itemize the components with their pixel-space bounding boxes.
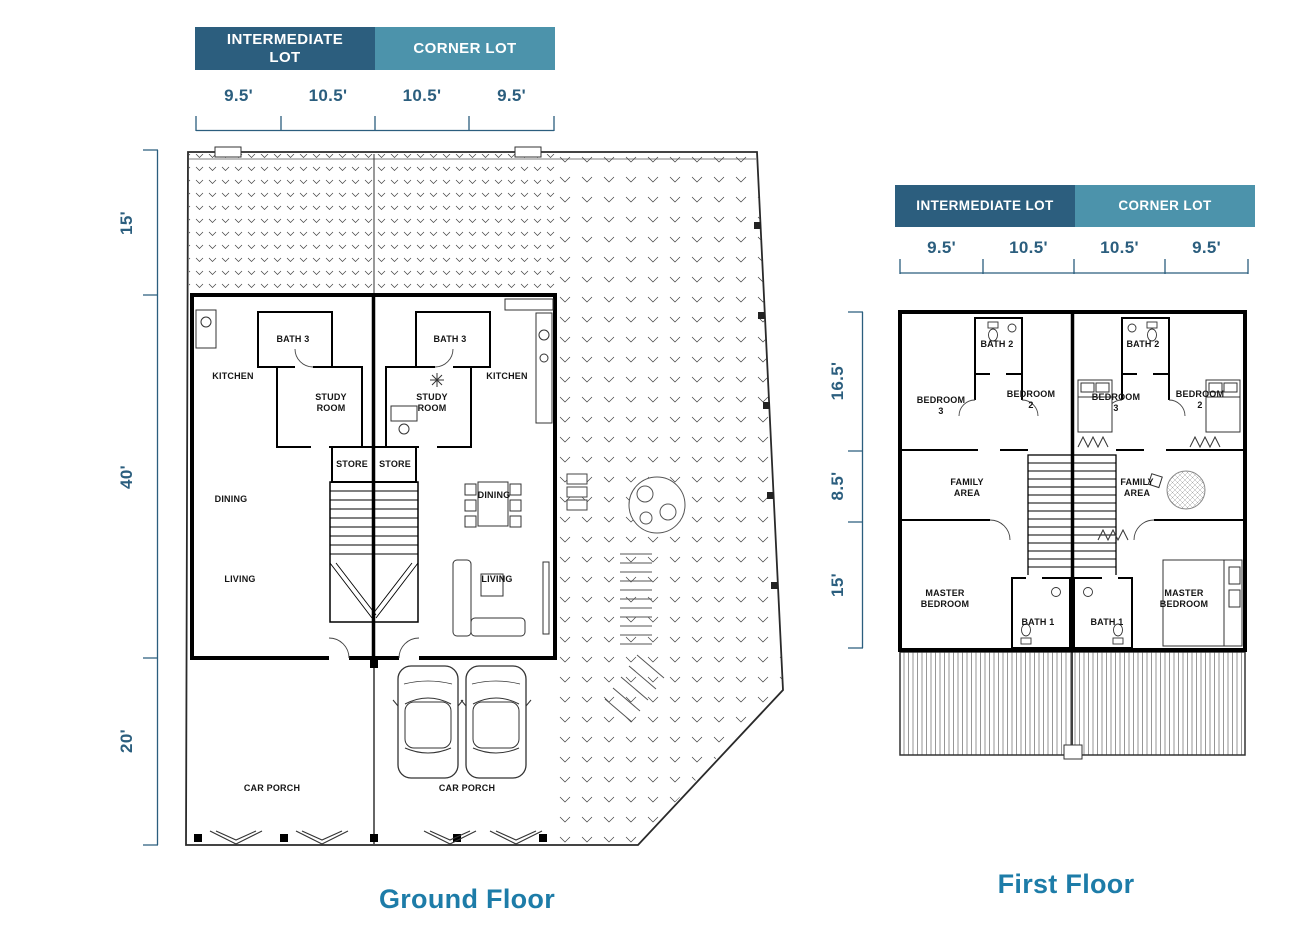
room-label-bedroom2-left: BEDROOM 2	[1006, 389, 1056, 411]
room-label-kitchen-right: KITCHEN	[486, 371, 528, 381]
downpipe	[1063, 744, 1083, 760]
ground-floor-title: Ground Floor	[378, 884, 556, 914]
rug-icon	[1166, 470, 1206, 510]
ground-dim-top-2: 10.5'	[308, 86, 348, 105]
staircase	[329, 481, 419, 623]
ac-units	[566, 473, 588, 511]
fence-posts	[754, 222, 778, 589]
car-icon	[460, 665, 532, 779]
wardrobe-icon	[1077, 435, 1221, 542]
bed-icon	[1205, 379, 1241, 433]
first-dim-top-3: 10.5'	[1100, 238, 1139, 257]
garden-deck	[604, 553, 665, 723]
first-tab-corner-lot[interactable]: CORNER LOT	[1075, 185, 1255, 227]
carporch-structure	[194, 658, 547, 845]
dining-table-icon	[464, 481, 522, 528]
room-label-kitchen-left: KITCHEN	[212, 371, 254, 381]
ground-dim-top-1: 9.5'	[224, 86, 253, 105]
first-floor-plan	[848, 259, 1249, 760]
doors	[294, 348, 454, 661]
ground-dimension-ticks	[143, 116, 555, 846]
first-dim-top-2: 10.5'	[1009, 238, 1048, 257]
first-dimension-ticks	[848, 259, 1249, 649]
first-floor-title: First Floor	[997, 869, 1135, 899]
room-label-bath3-left: BATH 3	[276, 334, 310, 344]
bed-icon	[1077, 379, 1113, 433]
ground-dim-top-3: 10.5'	[402, 86, 442, 105]
room-label-dining-left: DINING	[214, 494, 248, 504]
room-label-bath1-right: BATH 1	[1090, 617, 1124, 627]
first-dim-top-4: 9.5'	[1192, 238, 1221, 257]
room-label-master-left: MASTER BEDROOM	[920, 588, 970, 610]
kitchen-counters	[195, 298, 554, 424]
ground-dim-top-4: 9.5'	[497, 86, 526, 105]
ground-tab-intermediate-lot[interactable]: INTERMEDIATE LOT	[195, 27, 375, 70]
room-label-family-left: FAMILY AREA	[950, 477, 984, 499]
desk-icon	[390, 405, 418, 435]
staircase	[1027, 454, 1117, 579]
front-garden-left	[189, 154, 373, 293]
room-label-bath2-right: BATH 2	[1126, 339, 1160, 349]
room-label-dining-right: DINING	[477, 490, 511, 500]
front-garden-right	[375, 154, 557, 293]
gate-post	[514, 146, 542, 158]
plant-icon	[430, 373, 444, 387]
room-label-carporch-left: CAR PORCH	[243, 783, 301, 793]
garden-table-icon	[628, 476, 686, 534]
room-label-bedroom2-right: BEDROOM 2	[1175, 389, 1225, 411]
car-icon	[392, 665, 464, 779]
sofa-icon	[452, 559, 550, 637]
master-bed-icon	[1162, 559, 1243, 647]
room-label-master-right: MASTER BEDROOM	[1159, 588, 1209, 610]
room-label-living-right: LIVING	[481, 574, 513, 584]
room-label-bath3-right: BATH 3	[433, 334, 467, 344]
room-label-study-right: STUDY ROOM	[416, 392, 448, 414]
room-label-study-left: STUDY ROOM	[315, 392, 347, 414]
chair-icon	[1147, 473, 1163, 489]
room-label-store-left: STORE	[336, 459, 368, 469]
ground-floor-plan	[143, 116, 784, 846]
bath-fixtures	[987, 321, 1158, 645]
ground-tab-corner-lot[interactable]: CORNER LOT	[375, 27, 555, 70]
room-label-bedroom3-left: BEDROOM 3	[916, 395, 966, 417]
room-label-bedroom3-right: BEDROOM 3	[1091, 392, 1141, 414]
room-label-carporch-right: CAR PORCH	[438, 783, 496, 793]
first-dim-top-1: 9.5'	[927, 238, 956, 257]
room-label-bath2-left: BATH 2	[980, 339, 1014, 349]
room-label-family-right: FAMILY AREA	[1120, 477, 1154, 499]
room-label-living-left: LIVING	[224, 574, 256, 584]
gate-post	[214, 146, 242, 158]
room-label-store-right: STORE	[379, 459, 411, 469]
first-tab-intermediate-lot[interactable]: INTERMEDIATE LOT	[895, 185, 1075, 227]
room-label-bath1-left: BATH 1	[1021, 617, 1055, 627]
